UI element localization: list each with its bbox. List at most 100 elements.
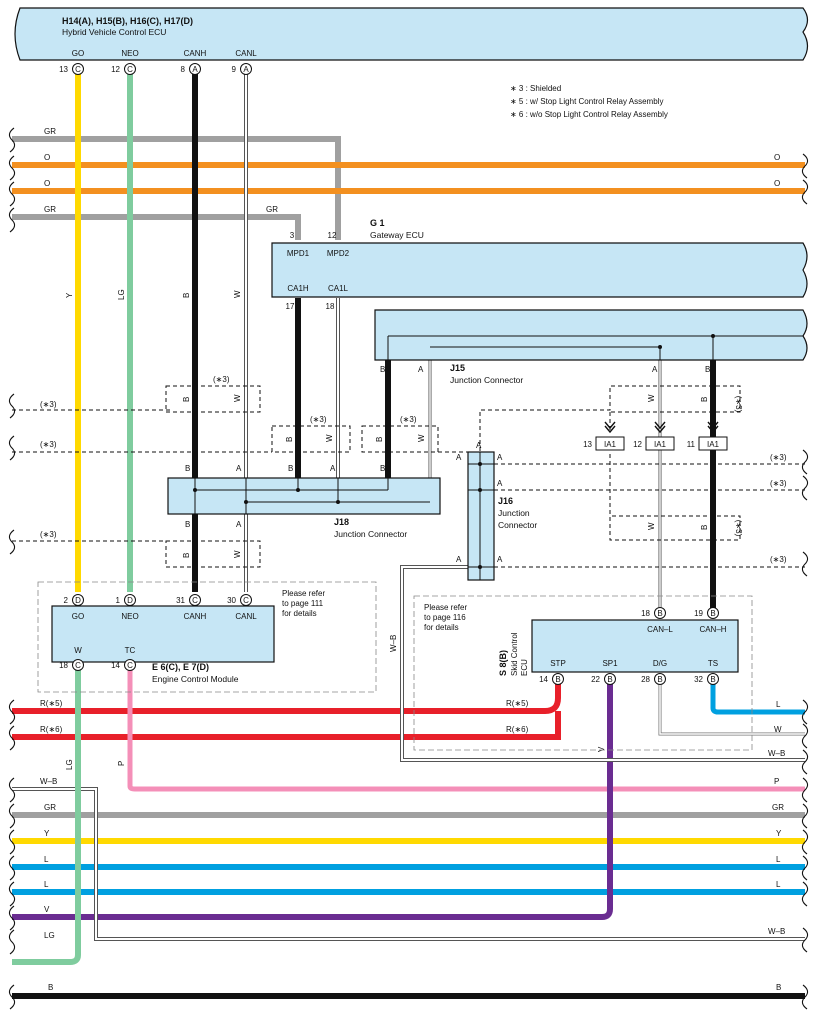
pin-num: 12 (328, 231, 337, 240)
pin-name: SP1 (602, 659, 618, 668)
ia1-label: IA1 (707, 440, 720, 449)
wire-label-lg-3: LG (44, 931, 55, 940)
pin-conn: B (710, 675, 715, 684)
pin-conn: B (607, 675, 612, 684)
pin-num: 19 (694, 609, 703, 618)
j16-name-1: Junction (498, 508, 530, 518)
wire-label-l-3: L (776, 700, 781, 709)
j16-junction-connector: J16 Junction Connector A A A A A A (456, 441, 537, 581)
pin-conn: D (127, 596, 133, 605)
ia1-connector-13: IA1 13 (583, 421, 625, 451)
wire-label-b-2: B (48, 983, 53, 992)
j18-id: J18 (334, 517, 349, 527)
legend-item: ∗ 5 : w/ Stop Light Control Relay Assemb… (510, 97, 663, 106)
pin-name-neo: NEO (121, 49, 138, 58)
wire-label-wb-1: W–B (40, 777, 57, 786)
pin-name: D/G (653, 659, 667, 668)
pin-name-ca1h: CA1H (287, 284, 309, 293)
ecm-note-1: Please refer (282, 589, 325, 598)
shield-note: (∗3) (310, 415, 327, 424)
pin-name-ca1l: CA1L (328, 284, 349, 293)
pin-name-canh: CANH (184, 49, 207, 58)
ia1-num: 11 (687, 440, 696, 449)
wire-label-o-1: O (44, 153, 50, 162)
wire-label-b-2r: B (776, 983, 781, 992)
pin-a: A (497, 555, 503, 564)
pin-a: A (456, 453, 462, 462)
shield-note: (∗3) (770, 453, 787, 462)
wire-label-l-2: L (44, 880, 49, 889)
pin-name: W (74, 646, 82, 655)
shield-note: (∗3) (40, 530, 57, 539)
wire-label-o-2: O (44, 179, 50, 188)
pin-num: 1 (116, 596, 121, 605)
wire-label-w: W (233, 290, 242, 298)
j15-name: Junction Connector (450, 375, 523, 385)
wire-label-w-3: W (774, 725, 782, 734)
shield-note: (∗3) (40, 440, 57, 449)
signal-wires (12, 74, 716, 965)
pin-b: B (705, 365, 710, 374)
pin-a: A (456, 555, 462, 564)
pin-name: CAN–H (699, 625, 726, 634)
pin-a: A (236, 520, 242, 529)
legend-item: ∗ 6 : w/o Stop Light Control Relay Assem… (510, 110, 668, 119)
pin-num: 28 (641, 675, 650, 684)
pin-num: 13 (59, 65, 68, 74)
wire-label-w: W (325, 434, 334, 442)
gateway-id: G 1 (370, 218, 385, 228)
pin-num: 8 (181, 65, 186, 74)
skid-title: S 8(B) (498, 650, 508, 676)
pin-name: CAN–L (647, 625, 673, 634)
pin-a: A (652, 365, 658, 374)
wire-label-b: B (700, 397, 709, 402)
wire-label-wb-v: W–B (389, 635, 398, 652)
pin-conn: A (243, 65, 249, 74)
shield-note: (∗3) (770, 555, 787, 564)
wire-label-wb-3: W–B (768, 749, 785, 758)
wire-label-v: V (597, 746, 606, 752)
pin-name-canl: CANL (235, 49, 257, 58)
wire-label-y: Y (65, 292, 74, 298)
skid-note-1: Please refer (424, 603, 467, 612)
wire-label-w: W (647, 522, 656, 530)
harness-wires (12, 136, 805, 999)
ecm-title: E 6(C), E 7(D) (152, 662, 209, 672)
wire-label-gr-2: GR (44, 205, 56, 214)
wire-label-b: B (285, 437, 294, 442)
j16-name-2: Connector (498, 520, 537, 530)
wire-label-lg: LG (117, 289, 126, 300)
wire-label-o-1r: O (774, 153, 780, 162)
pin-num: 18 (641, 609, 650, 618)
pin-conn: B (657, 675, 662, 684)
wire-label-l-1r: L (776, 855, 781, 864)
skid-pins: B 18 B 19 B 14 B 22 B 28 B 32 (539, 607, 719, 685)
ia1-connectors: IA1 13 IA1 12 IA1 11 (583, 421, 728, 451)
skid-name-1: Skid Control (510, 632, 519, 676)
pin-conn: D (75, 596, 81, 605)
shield-note: (∗3) (770, 479, 787, 488)
hv-ecu-title: H14(A), H15(B), H16(C), H17(D) (62, 16, 193, 26)
pin-num: 30 (227, 596, 236, 605)
wire-label-b: B (700, 525, 709, 530)
shield-note: (∗3) (734, 520, 743, 537)
wire-label-w: W (647, 394, 656, 402)
pin-num: 31 (176, 596, 185, 605)
pin-a: A (236, 464, 242, 473)
wire-label-b: B (182, 397, 191, 402)
pin-conn: C (127, 65, 133, 74)
wire-label-y-2r: Y (776, 829, 782, 838)
pin-conn: B (710, 609, 715, 618)
pin-name: CANL (235, 612, 257, 621)
pin-b: B (380, 365, 385, 374)
skid-control-ecu: Please refer to page 116 for details S 8… (413, 595, 753, 751)
pin-conn: C (243, 596, 249, 605)
wire-label-lg-2: LG (65, 759, 74, 770)
pin-num: 2 (64, 596, 69, 605)
pin-num: 17 (286, 302, 295, 311)
pin-a: A (330, 464, 336, 473)
wire-label-l-2r: L (776, 880, 781, 889)
pin-name: TC (125, 646, 136, 655)
pin-conn: C (192, 596, 198, 605)
skid-note-2: to page 116 (424, 613, 466, 622)
